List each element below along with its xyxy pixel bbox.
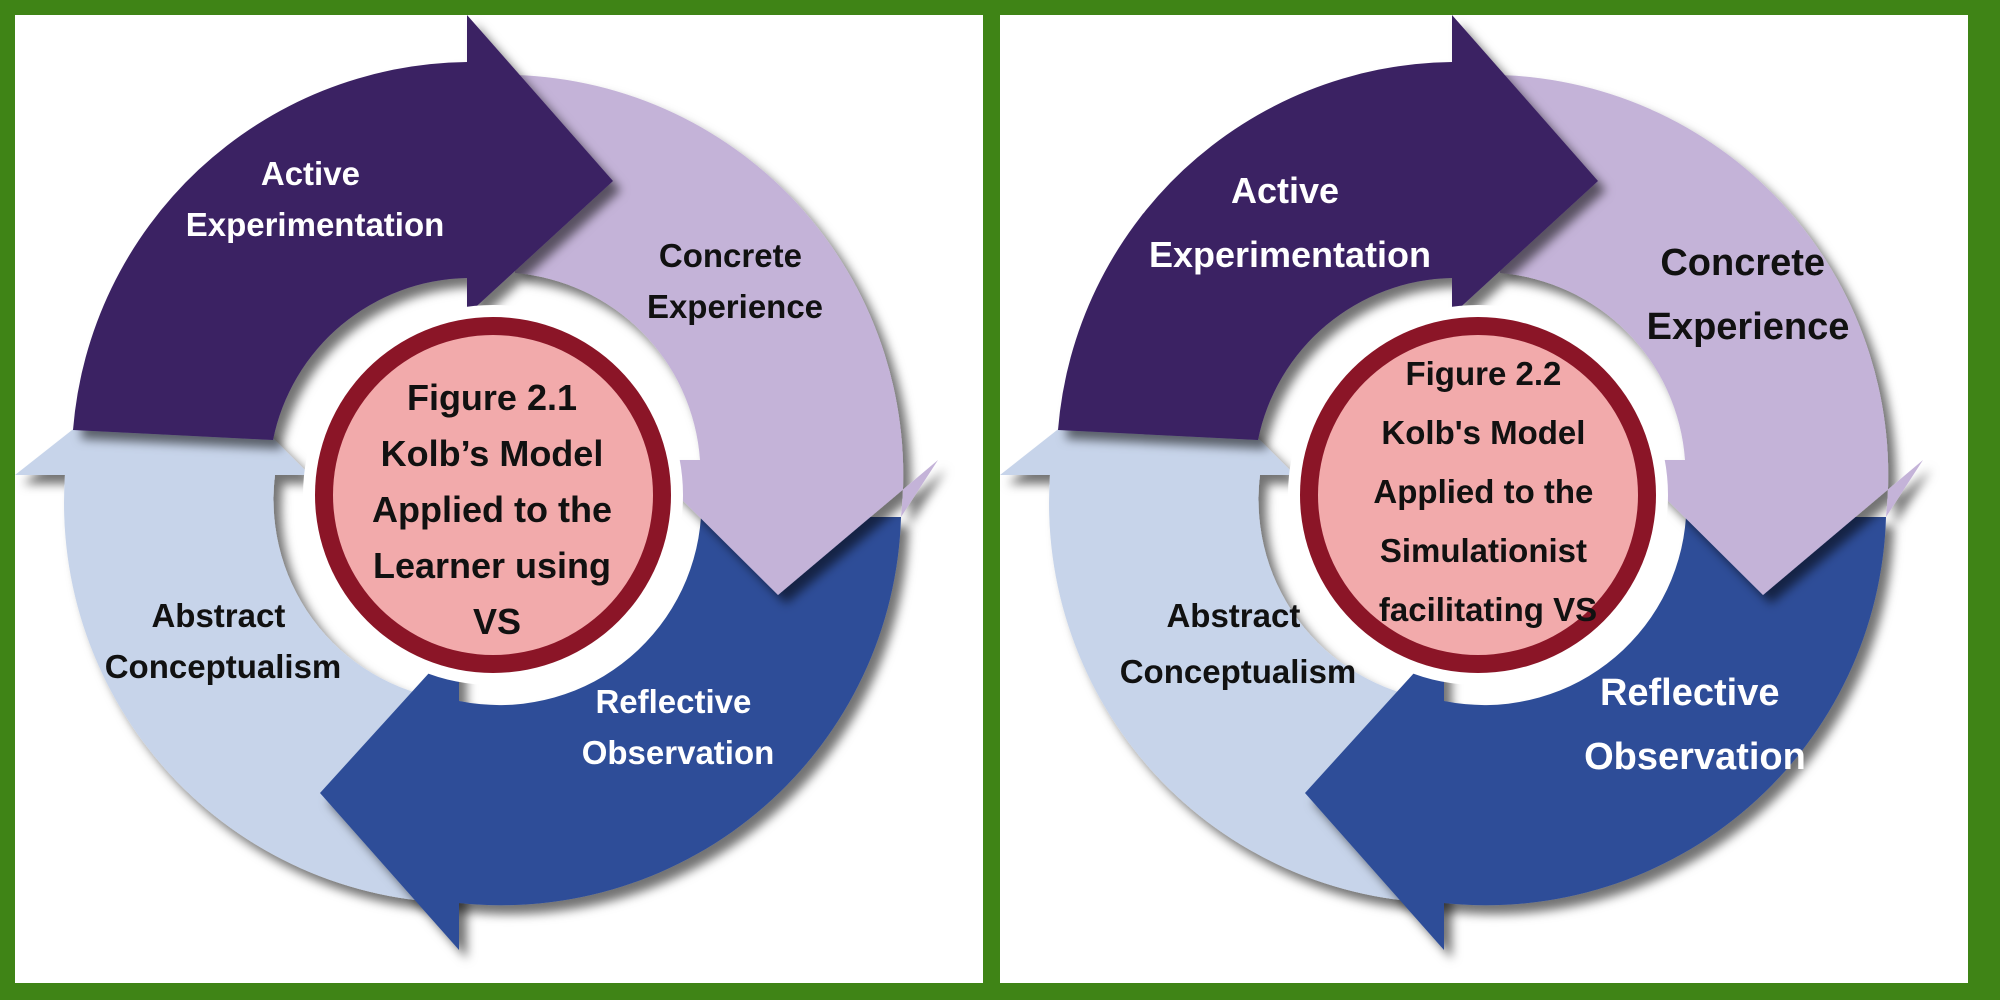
center-fill [333,335,653,655]
concrete-experience-arrow [1500,75,1923,595]
kolb-cycle-diagram-right: Active Experimentation Concrete Experien… [1000,15,1923,950]
reflective-observation-arrow [1305,517,1886,950]
abstract-conceptualism-label: Abstract Conceptualism [105,597,342,685]
concrete-experience-label: Concrete Experience [1647,242,1850,348]
figure-title: Figure 2.2 Kolb's Model Applied to the S… [1373,355,1602,628]
kolb-cycle-diagram-left: Active Experimentation Concrete Experien… [15,15,938,950]
active-experimentation-arrow [1058,15,1598,440]
concrete-experience-arrow [515,75,938,595]
active-experimentation-label: Active Experimentation [1149,170,1431,275]
reflective-observation-label: Reflective Observation [1584,672,1806,778]
reflective-observation-label: Reflective Observation [582,683,775,771]
figure-title: Figure 2.1 Kolb’s Model Applied to the L… [372,377,622,642]
kolb-diagram-panel-left: Active Experimentation Concrete Experien… [15,15,983,983]
reflective-observation-arrow [320,517,901,950]
center-fill [1318,335,1638,655]
concrete-experience-label: Concrete Experience [647,237,823,325]
kolb-diagram-panel-right: Active Experimentation Concrete Experien… [1000,15,1968,983]
active-experimentation-arrow [73,15,613,440]
active-experimentation-label: Active Experimentation [186,155,445,243]
abstract-conceptualism-label: Abstract Conceptualism [1120,597,1357,690]
